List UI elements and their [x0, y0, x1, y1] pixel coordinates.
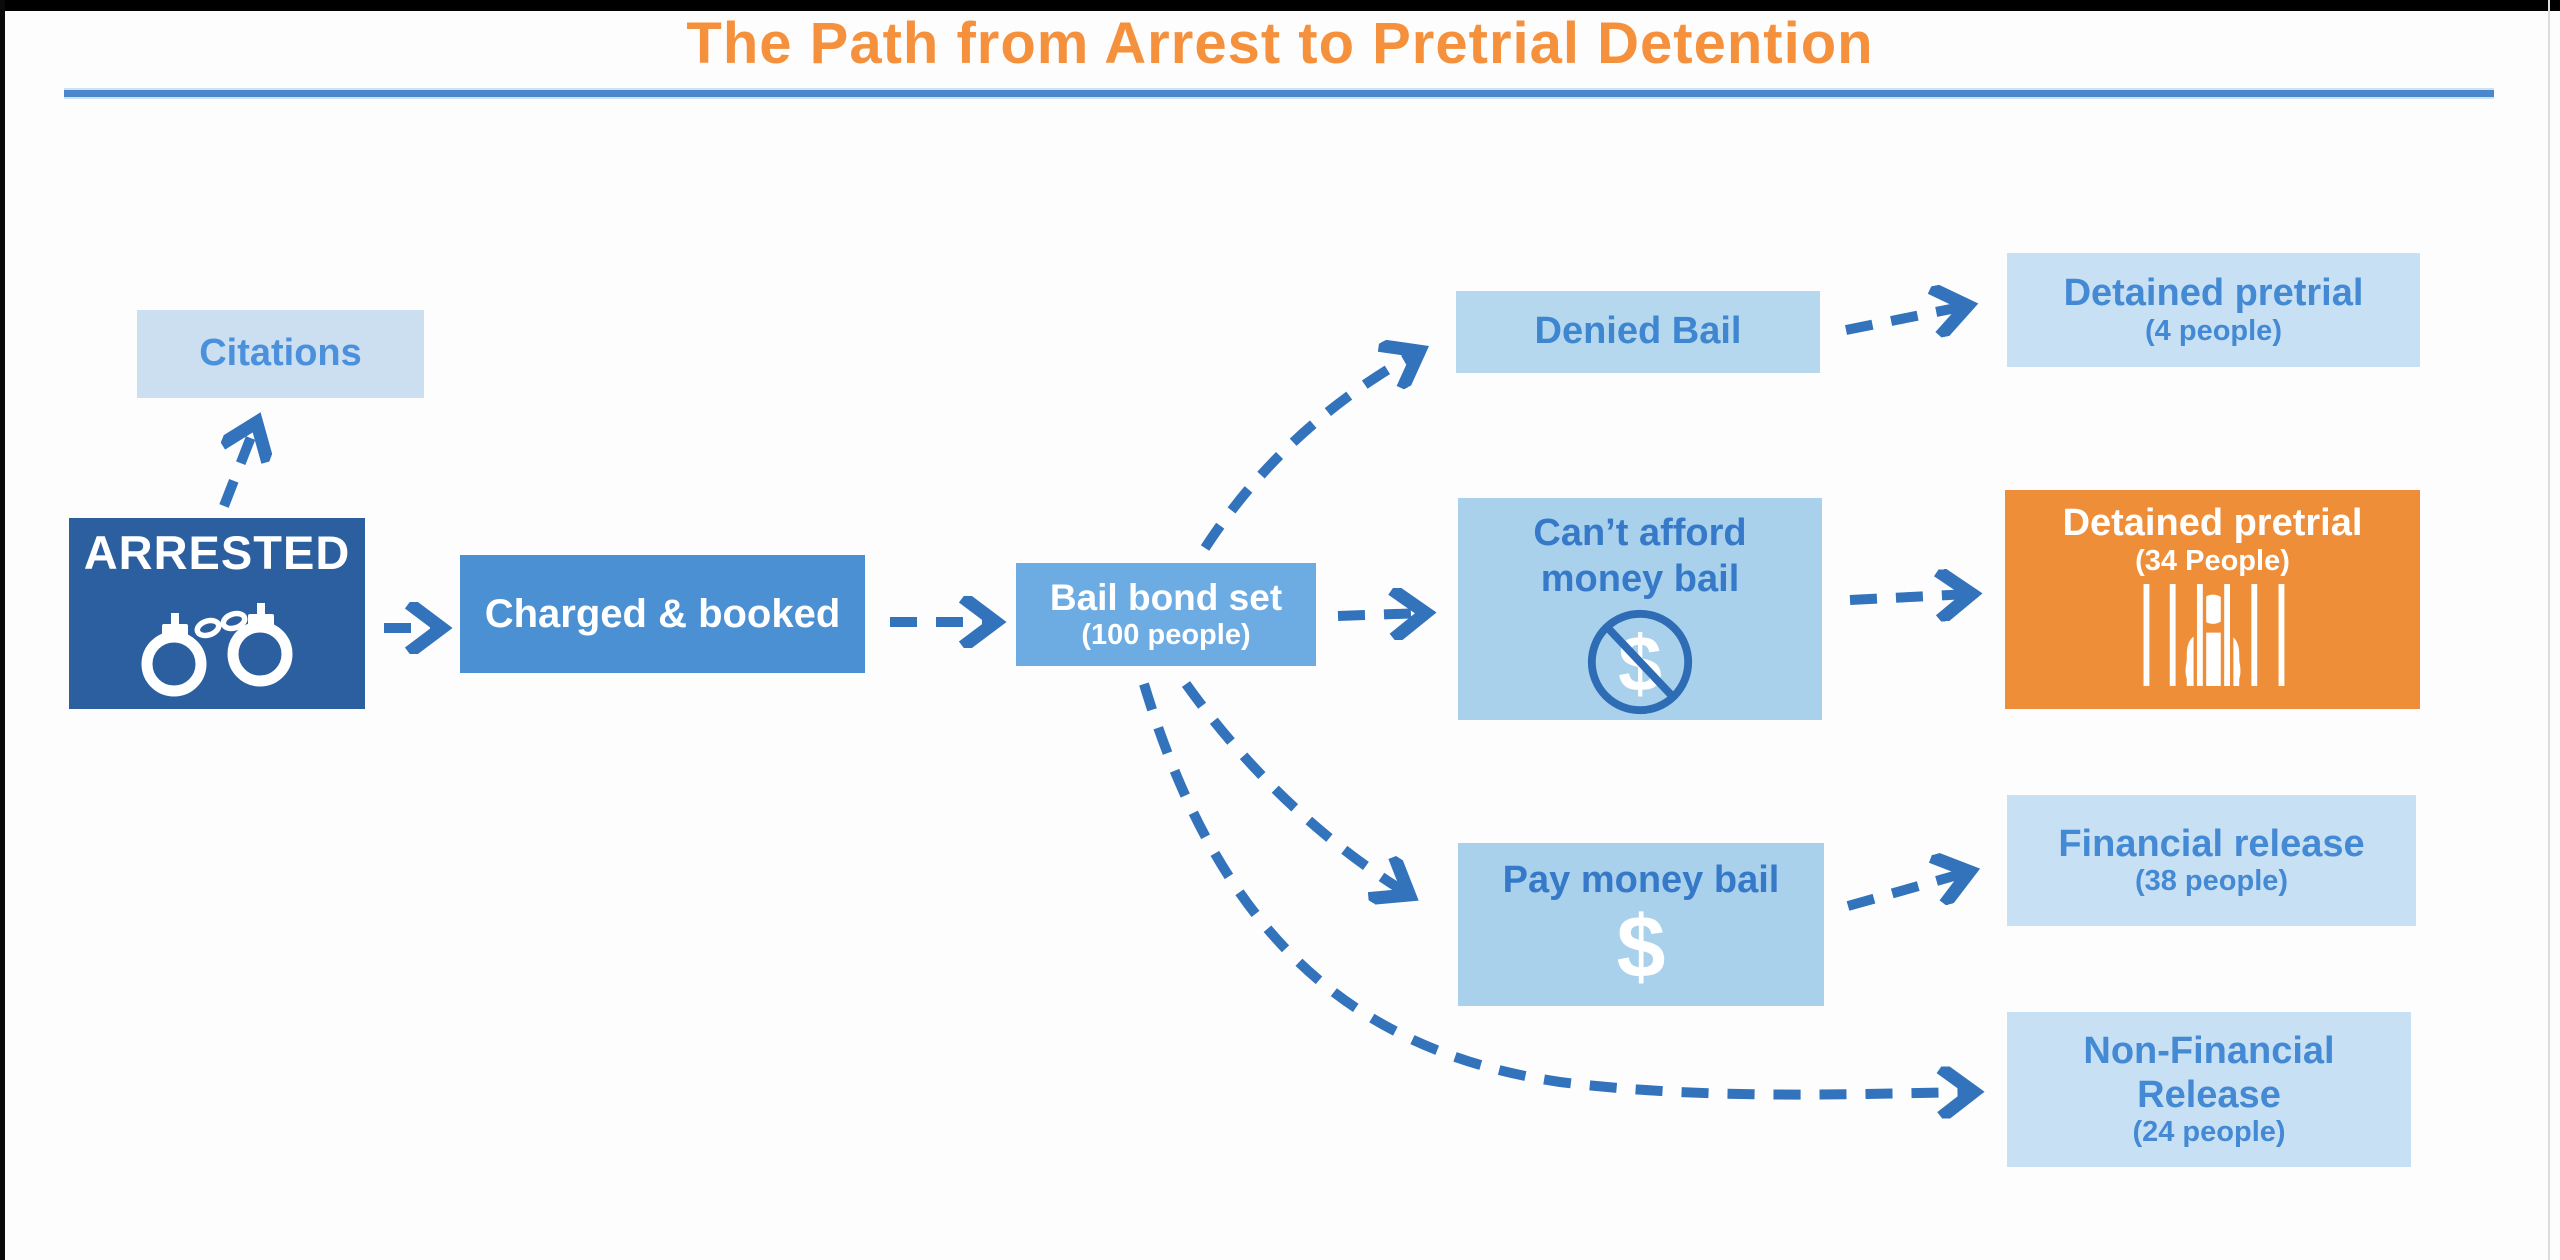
arrow-arrested-to-citations — [224, 424, 256, 508]
no-money-icon: $ — [1581, 603, 1699, 721]
arrow-bailbond-to-denied — [1200, 352, 1418, 551]
dollar-icon: $ — [1616, 896, 1666, 996]
node-financial-release-count: (38 people) — [2134, 865, 2289, 898]
node-charged-booked-label: Charged & booked — [484, 592, 841, 636]
node-denied-bail: Denied Bail — [1456, 291, 1820, 373]
node-nonfinancial-release-line2: Release — [2137, 1073, 2281, 1116]
node-detained-pretrial-34-label: Detained pretrial — [2062, 502, 2363, 544]
node-arrested-label: ARRESTED — [83, 525, 351, 579]
node-detained-pretrial-4: Detained pretrial (4 people) — [2007, 253, 2420, 367]
arrow-cantafford-to-detained34 — [1849, 594, 1970, 600]
arrow-bailbond-to-paybail — [1181, 681, 1408, 894]
screenshot-right-edge-line — [2548, 0, 2550, 1260]
screenshot-left-border — [0, 0, 5, 1260]
node-cant-afford-money-bail: Can’t afford money bail $ — [1458, 498, 1822, 720]
node-financial-release: Financial release (38 people) — [2007, 795, 2416, 926]
arrow-bailbond-to-cantafford — [1337, 613, 1424, 616]
node-detained-pretrial-4-label: Detained pretrial — [2063, 272, 2364, 315]
node-bail-bond-set: Bail bond set (100 people) — [1016, 563, 1316, 666]
node-citations-label: Citations — [199, 332, 362, 375]
arrow-denied-to-detained4 — [1845, 306, 1966, 330]
handcuffs-icon — [122, 586, 312, 701]
page-title: The Path from Arrest to Pretrial Detenti… — [686, 11, 1874, 76]
screenshot-top-border — [0, 0, 2560, 11]
arrow-paybail-to-financial — [1846, 872, 1968, 911]
node-cant-afford-line1: Can’t afford — [1533, 512, 1747, 554]
node-nonfinancial-release-count: (24 people) — [2132, 1116, 2286, 1149]
jail-bars-icon — [2138, 583, 2288, 686]
node-pay-money-bail-label: Pay money bail — [1502, 859, 1780, 901]
arrow-bailbond-to-nonfinancial — [1139, 682, 1972, 1095]
title-underline — [64, 88, 2494, 99]
node-charged-booked: Charged & booked — [460, 555, 865, 673]
node-arrested: ARRESTED — [69, 518, 365, 709]
node-pay-money-bail: Pay money bail $ — [1458, 843, 1824, 1006]
node-citations: Citations — [137, 310, 424, 398]
node-nonfinancial-release: Non-Financial Release (24 people) — [2007, 1012, 2411, 1167]
node-bail-bond-set-count: (100 people) — [1081, 618, 1251, 651]
node-detained-pretrial-34: Detained pretrial (34 People) — [2005, 490, 2420, 709]
node-detained-pretrial-34-count: (34 People) — [2135, 544, 2290, 577]
node-cant-afford-line2: money bail — [1540, 557, 1740, 600]
node-denied-bail-label: Denied Bail — [1534, 310, 1742, 353]
node-financial-release-label: Financial release — [2058, 822, 2365, 865]
node-detained-pretrial-4-count: (4 people) — [2145, 314, 2282, 347]
node-nonfinancial-release-line1: Non-Financial — [2083, 1029, 2335, 1072]
node-bail-bond-set-label: Bail bond set — [1049, 577, 1283, 619]
